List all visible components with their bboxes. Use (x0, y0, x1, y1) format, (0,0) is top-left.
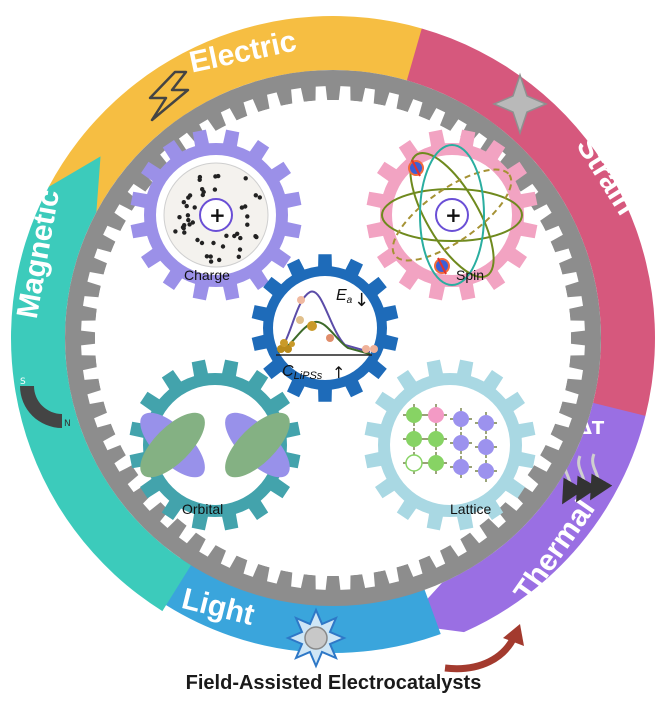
lattice-atom (478, 463, 494, 479)
magnetic-arc (10, 156, 191, 612)
spin-orbits (381, 144, 523, 286)
charge-dot (181, 200, 186, 205)
charge-dot (200, 187, 205, 192)
charge-dot (190, 220, 195, 225)
spin-electron-bottom (434, 257, 450, 275)
charge-dot (253, 193, 258, 198)
conc-up-arrow: ↑ (332, 363, 345, 382)
sparkle-icon (492, 72, 548, 136)
curved-arrow-icon (444, 624, 524, 673)
charge-dot (186, 217, 191, 223)
charge-dot (184, 203, 189, 209)
lattice-atom (478, 415, 494, 431)
charge-dot (177, 215, 182, 220)
lattice-grid (403, 404, 497, 482)
lightning-icon (148, 70, 190, 122)
charge-dot (254, 234, 259, 240)
lattice-atom (478, 439, 494, 455)
polysulfide-particles (277, 296, 378, 353)
charge-dot (182, 230, 187, 235)
lattice-atom (405, 454, 423, 472)
charge-dot (197, 174, 203, 180)
lattice-atom (453, 459, 469, 475)
lattice-atom (428, 455, 444, 471)
conc-subscript: LiPSs (294, 370, 323, 382)
spin-nucleus (435, 198, 469, 232)
figure-caption: Field-Assisted Electrocatalysts (185, 672, 482, 694)
energy-symbol: E (336, 287, 347, 304)
charge-dot (212, 187, 218, 192)
charge-dot (245, 214, 250, 219)
spin-electron-top (408, 159, 424, 177)
svg-text:Ea: Ea (336, 287, 353, 306)
charge-dot (182, 223, 187, 228)
lattice-atom (453, 435, 469, 451)
spin-plus: + (445, 203, 462, 227)
lattice-atom (428, 407, 444, 423)
charge-dot (208, 254, 213, 259)
charge-label: Charge (184, 267, 230, 283)
lattice-atom (428, 431, 444, 447)
charge-plus: + (209, 203, 226, 227)
charge-dot (211, 240, 216, 246)
charge-dot (243, 176, 248, 181)
lattice-atom (406, 407, 422, 423)
field-arc-ring (10, 16, 656, 653)
charge-dot (199, 240, 205, 246)
lattice-atom (453, 411, 469, 427)
charge-dot (232, 233, 237, 239)
lattice-label: Lattice (450, 501, 491, 517)
charge-dot-cloud (173, 173, 262, 264)
energy-down-arrow: ↓ (354, 290, 369, 311)
charge-dot (224, 233, 229, 238)
magnet-s-label: S (20, 377, 26, 387)
conc-symbol: C (282, 363, 294, 380)
charge-dot (187, 193, 193, 198)
activation-energy-annotation: Ea ↓ (336, 287, 369, 311)
charge-dot (173, 229, 178, 234)
magnet-n-label: N (64, 419, 71, 429)
charge-dot (220, 244, 226, 249)
charge-dot (187, 222, 192, 227)
lattice-atom (406, 431, 422, 447)
electric-arc (48, 16, 463, 213)
charge-dot (217, 257, 222, 263)
charge-nucleus (199, 198, 233, 232)
charge-dot (208, 259, 214, 264)
orbital-label: Orbital (182, 501, 223, 517)
charge-dot (238, 235, 243, 241)
charge-dot (213, 174, 218, 179)
d-orbital-lobes (140, 412, 290, 478)
energy-subscript: a (347, 295, 353, 306)
charge-dot (257, 195, 262, 200)
thermal-arc (404, 402, 646, 633)
concentration-annotation: CLiPSs ↑ (282, 363, 345, 382)
charge-dot (243, 204, 248, 209)
charge-dot (245, 222, 250, 227)
charge-dot (236, 254, 241, 259)
sun-icon (285, 607, 347, 669)
magnet-icon: S N (20, 377, 71, 429)
svg-text:CLiPSs: CLiPSs (282, 363, 323, 382)
charge-dot (185, 213, 191, 218)
charge-dot (192, 205, 197, 210)
charge-dot (195, 237, 200, 243)
charge-dot (237, 247, 243, 252)
spin-label: Spin (456, 267, 484, 283)
charge-dot (204, 254, 210, 259)
